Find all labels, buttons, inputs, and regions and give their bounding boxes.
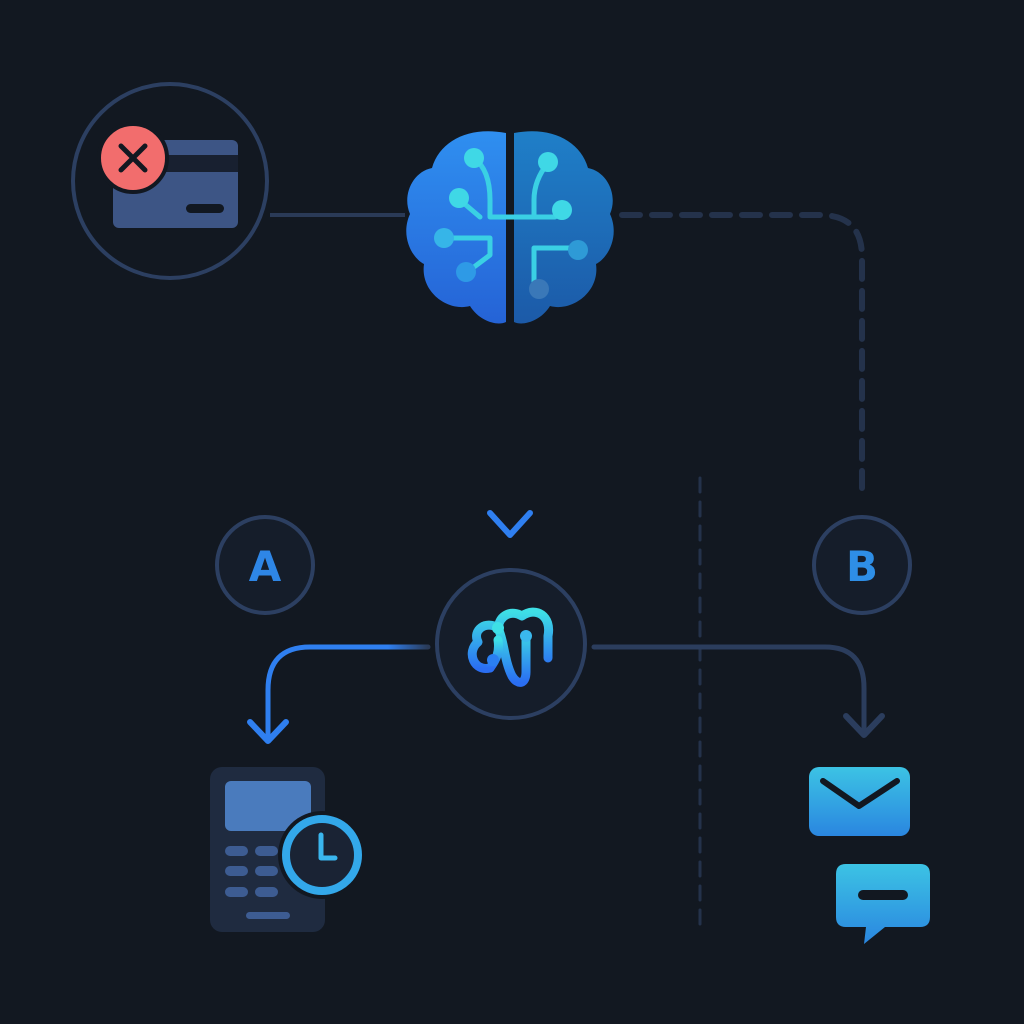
ai-brain-circuit-icon bbox=[406, 131, 614, 324]
arrowhead-down-icon bbox=[487, 510, 533, 538]
option-a-badge[interactable]: A bbox=[215, 515, 315, 615]
option-a-label: A bbox=[249, 542, 282, 591]
arrowhead-down-icon bbox=[843, 713, 885, 738]
decision-nodes bbox=[487, 622, 532, 666]
node-ai-brain[interactable] bbox=[406, 131, 614, 324]
node-failed-payment[interactable] bbox=[71, 82, 269, 280]
option-b-badge[interactable]: B bbox=[812, 515, 912, 615]
node-decision[interactable] bbox=[435, 568, 587, 720]
node-payment-terminal[interactable] bbox=[210, 767, 366, 932]
email-icon bbox=[809, 767, 910, 836]
payment-terminal-clock-icon bbox=[210, 767, 366, 932]
edge-decision-to-terminal bbox=[265, 644, 431, 743]
x-icon bbox=[97, 122, 169, 194]
chat-bubble-icon bbox=[836, 864, 930, 944]
edge-brain-to-b-dashed bbox=[619, 212, 865, 491]
node-notifications[interactable] bbox=[809, 767, 930, 944]
option-b-label: B bbox=[846, 542, 878, 591]
edge-decision-to-notifications bbox=[591, 644, 867, 736]
arrowhead-down-icon bbox=[247, 719, 289, 744]
